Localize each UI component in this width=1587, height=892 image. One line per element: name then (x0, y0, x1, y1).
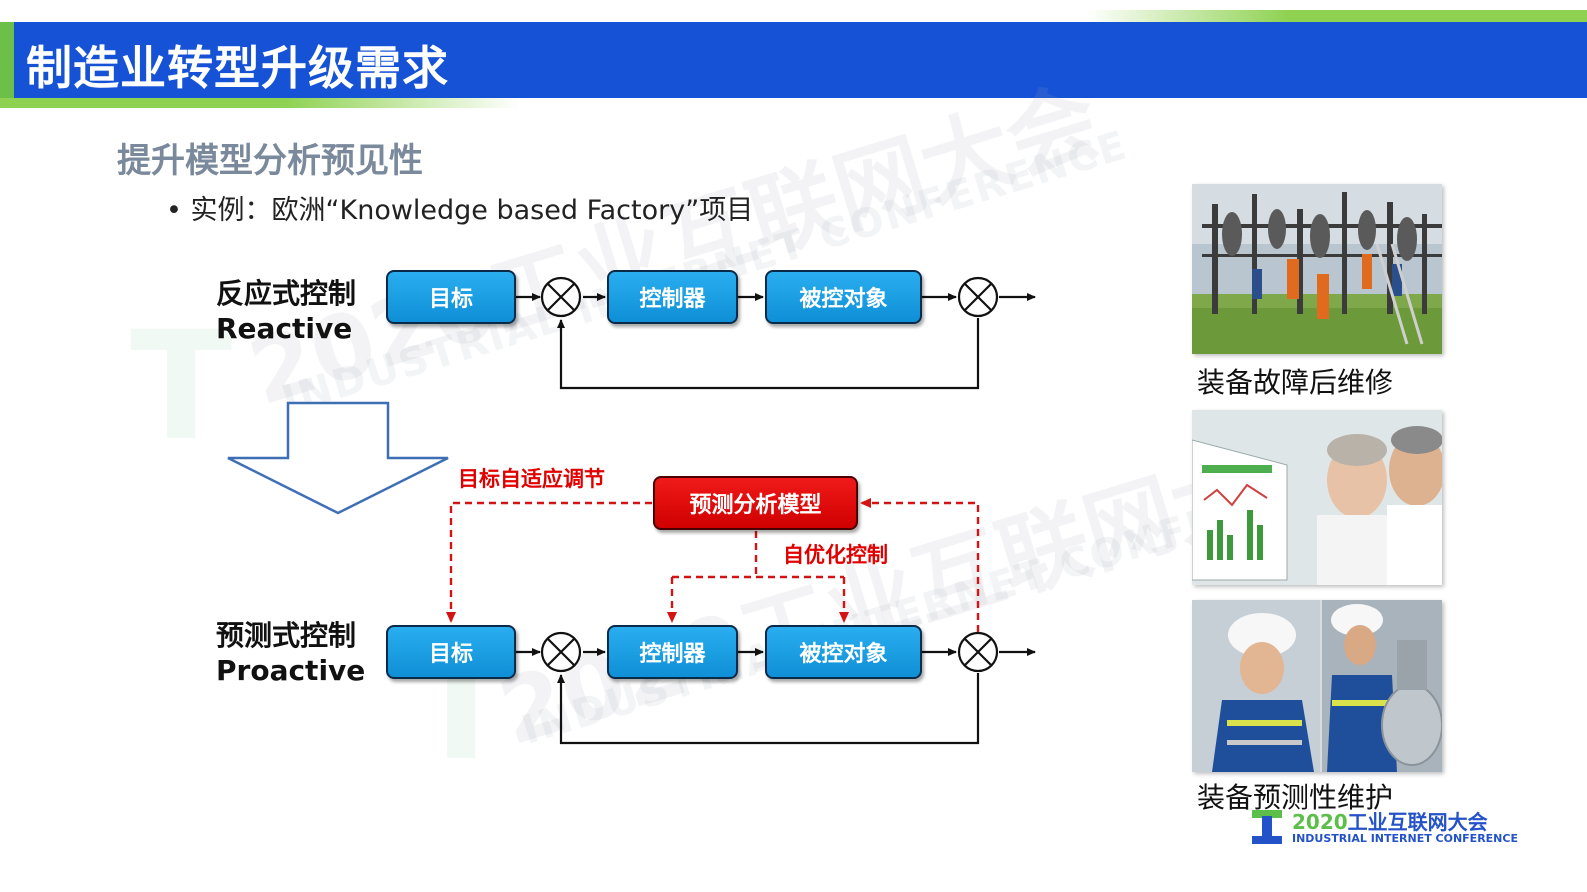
conference-logo-title: 工业互联网大会 (1347, 810, 1488, 834)
goal-adapt-label: 目标自适应调节 (458, 467, 605, 491)
banner-accent-top (1087, 10, 1587, 22)
reactive-label: 反应式控制 Reactive (216, 276, 356, 346)
reactive-label-cn: 反应式控制 (216, 277, 357, 310)
banner-accent-left (0, 22, 14, 98)
predictive-dashed-links (446, 498, 980, 632)
reactive-plant-box: 被控对象 (765, 270, 922, 324)
conference-logo-subtitle: INDUSTRIAL INTERNET CONFERENCE (1292, 832, 1518, 845)
banner-accent-bottom (0, 98, 520, 108)
reactive-output-junction (957, 276, 999, 318)
proactive-plant-box: 被控对象 (765, 625, 922, 679)
photo-engineers (1192, 600, 1442, 772)
slide-title: 制造业转型升级需求 (26, 41, 449, 95)
conference-logo: 2020工业互联网大会 INDUSTRIAL INTERNET CONFEREN… (1248, 806, 1524, 846)
transition-down-arrow (227, 401, 449, 515)
proactive-sum-junction (540, 631, 582, 673)
photo-analytics (1192, 410, 1442, 585)
reactive-goal-box: 目标 (386, 270, 516, 324)
proactive-output-junction (957, 631, 999, 673)
self-optimizing-label: 自优化控制 (783, 543, 888, 567)
caption-repair: 装备故障后维修 (1197, 366, 1394, 399)
proactive-label-cn: 预测式控制 (216, 619, 357, 652)
reactive-label-en: Reactive (216, 312, 353, 345)
proactive-controller-box: 控制器 (607, 625, 738, 679)
reactive-connectors (516, 293, 1036, 390)
title-banner (0, 22, 1587, 98)
conference-logo-icon (1252, 810, 1282, 844)
photo-field-repair (1192, 184, 1442, 354)
example-bullet: • 实例：欧洲“Knowledge based Factory”项目 (166, 195, 754, 226)
conference-logo-year: 2020 (1292, 810, 1348, 834)
conference-logo-name: 2020工业互联网大会 (1292, 806, 1488, 835)
proactive-connectors (516, 648, 1036, 745)
reactive-controller-box: 控制器 (607, 270, 738, 324)
proactive-label-en: Proactive (216, 654, 366, 687)
proactive-label: 预测式控制 Proactive (216, 618, 365, 688)
caption-predictive: 装备预测性维护 (1197, 781, 1394, 814)
proactive-goal-box: 目标 (386, 625, 516, 679)
reactive-sum-junction (540, 276, 582, 318)
section-subtitle: 提升模型分析预见性 (117, 141, 423, 181)
predictive-model-box: 预测分析模型 (653, 476, 858, 530)
watermark-logo-mark: T (130, 300, 233, 474)
